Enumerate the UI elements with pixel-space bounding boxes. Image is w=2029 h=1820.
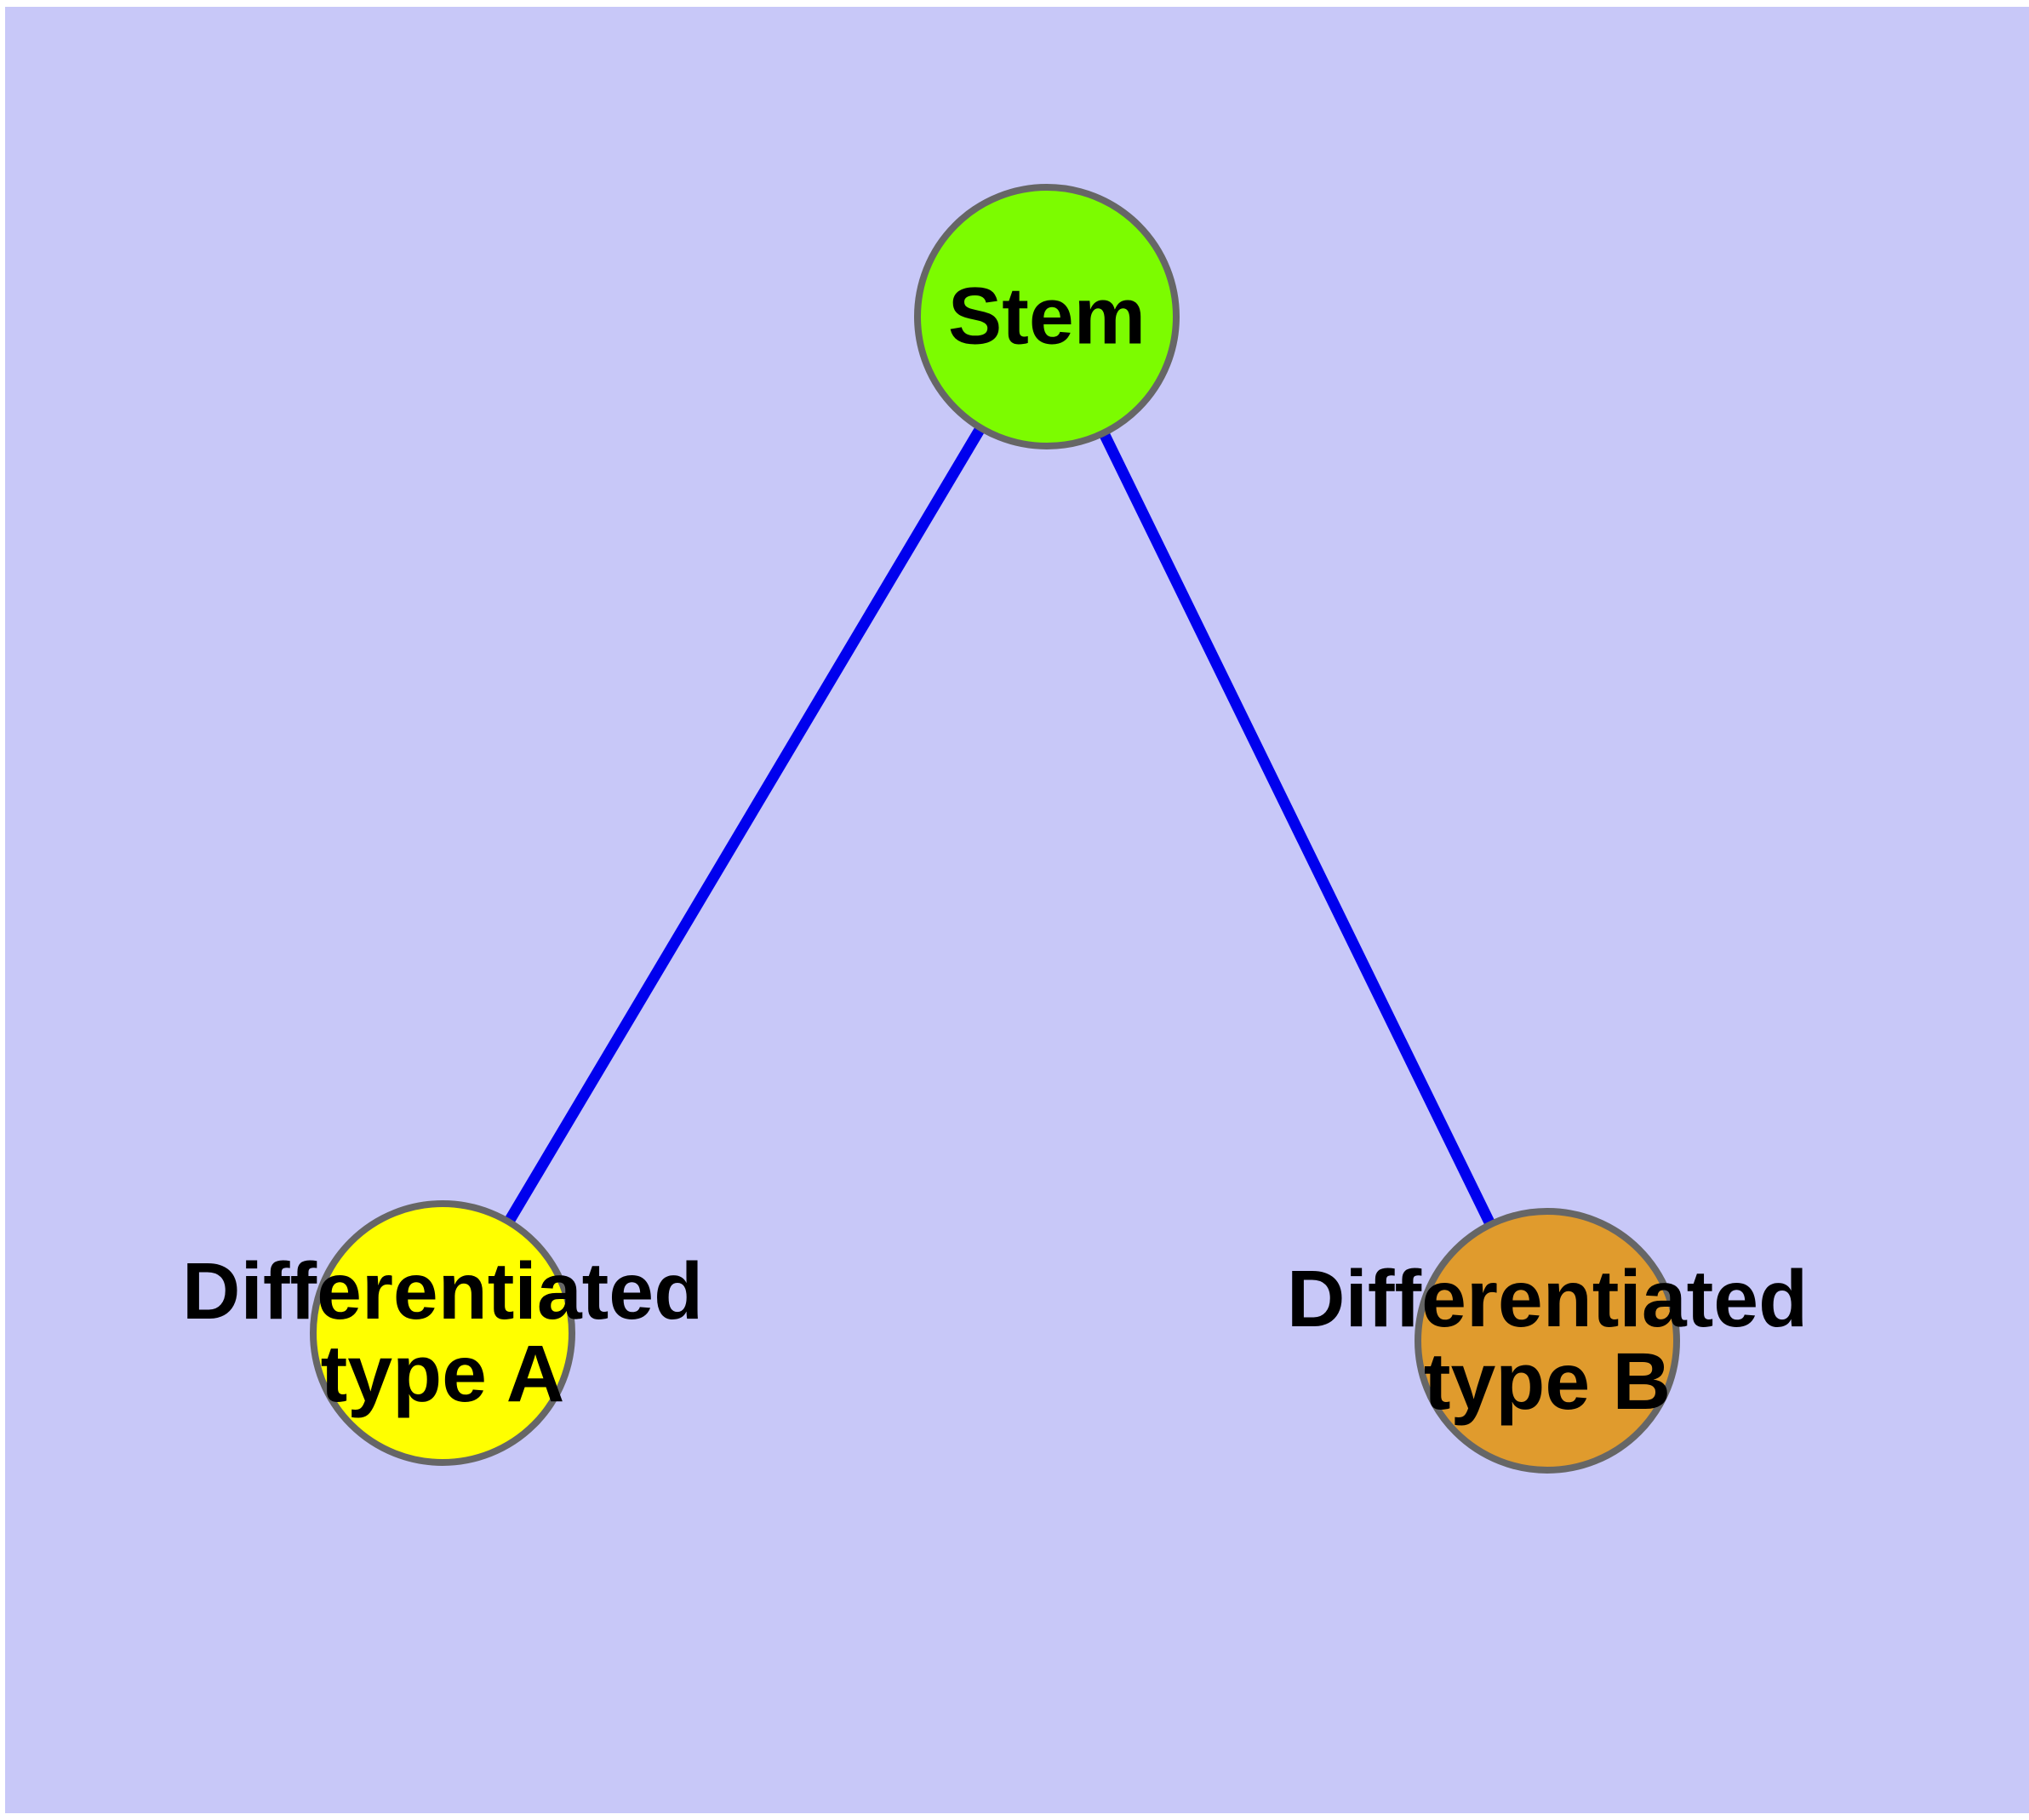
graph-node-diff_b[interactable] (1415, 1208, 1680, 1474)
graph-node-diff_a[interactable] (310, 1200, 575, 1466)
nodes-layer (310, 184, 1680, 1474)
graph-node-stem[interactable] (914, 184, 1180, 449)
graph-edge[interactable] (437, 313, 1052, 1336)
edges-layer (437, 313, 1552, 1343)
graph-edge[interactable] (1042, 314, 1552, 1343)
